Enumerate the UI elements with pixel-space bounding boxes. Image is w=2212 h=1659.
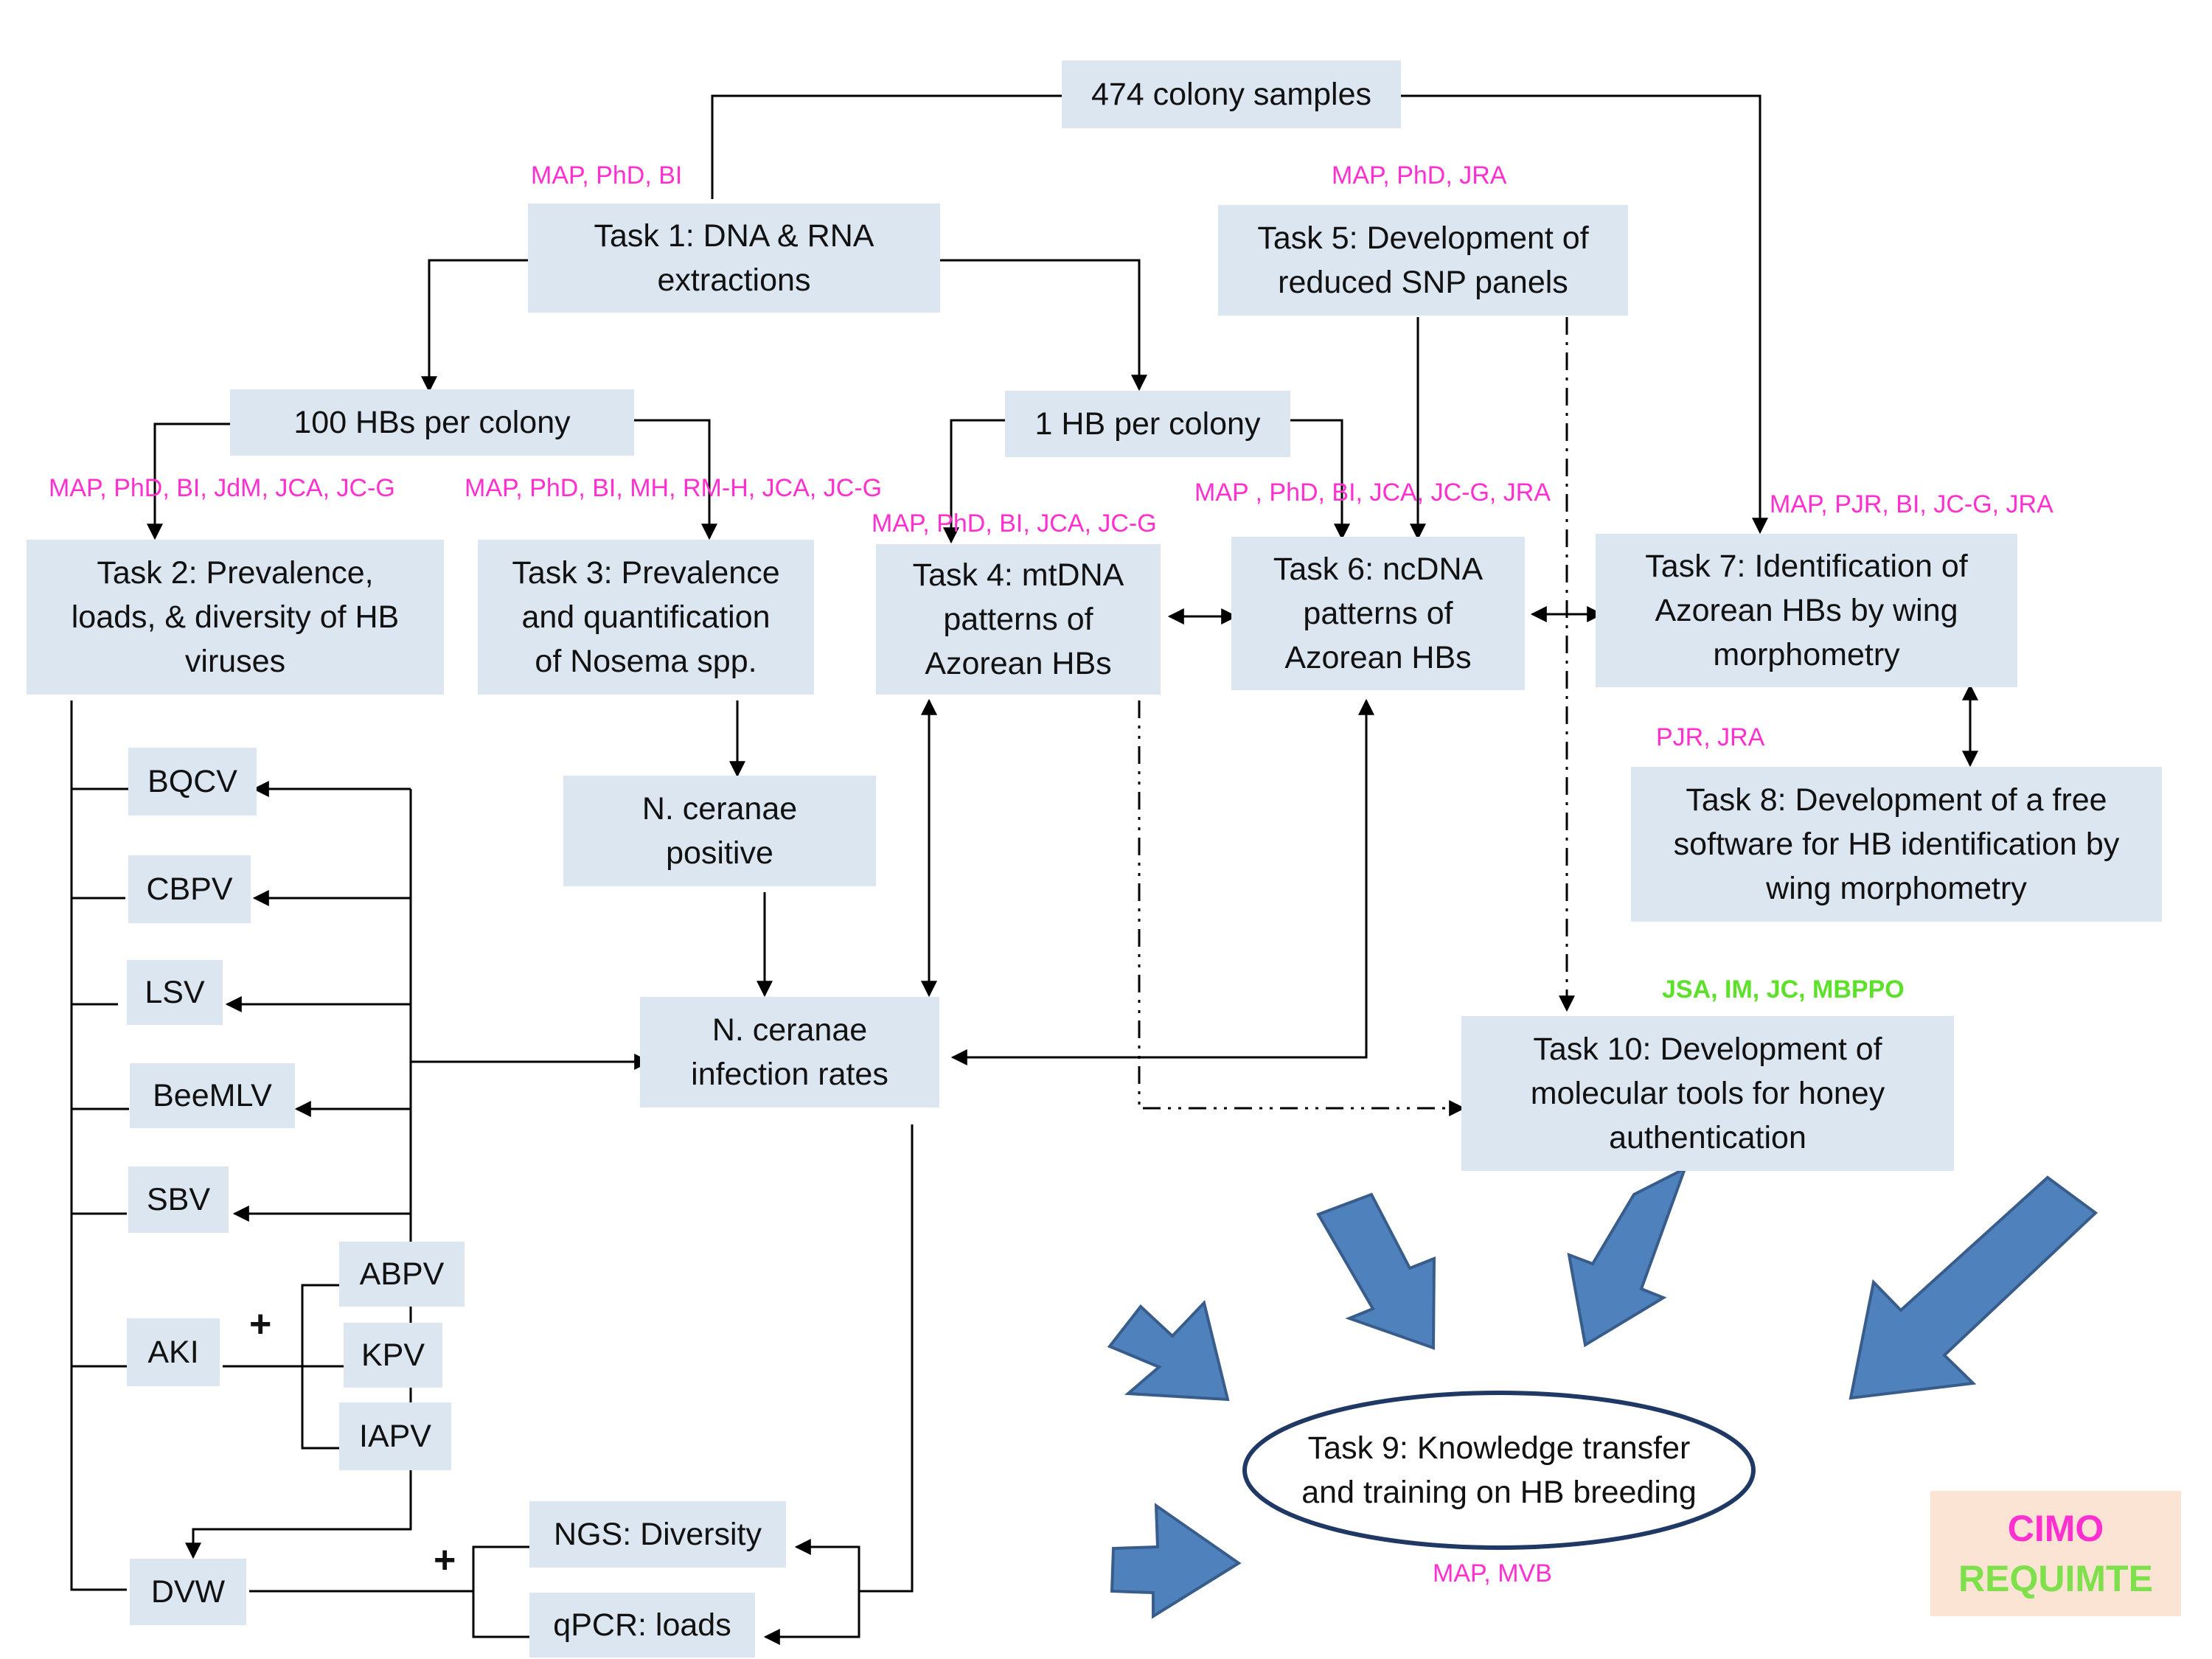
node-bqcv: BQCV: [128, 748, 257, 815]
team-label-task4: MAP, PhD, BI, JCA, JC-G: [872, 509, 1157, 538]
node-iapv: IAPV: [339, 1402, 451, 1470]
connector-hb1-task6: [1290, 419, 1350, 540]
team-label-task10: JSA, IM, JC, MBPPO: [1662, 975, 1905, 1004]
plus-sign-aki: +: [249, 1303, 272, 1346]
team-label-task5: MAP, PhD, JRA: [1332, 161, 1507, 189]
node-ngs-diversity: NGS: Diversity: [529, 1501, 786, 1568]
connector-infection-qpcr: [763, 1591, 860, 1645]
team-label-task3: MAP, PhD, BI, MH, RM-H, JCA, JC-G: [465, 474, 883, 502]
connector-samples-task7: [1401, 94, 1768, 535]
node-task4: Task 4: mtDNA patterns of Azorean HBs: [876, 544, 1161, 695]
node-abpv: ABPV: [339, 1242, 465, 1307]
connector-bus-dvw: [185, 1449, 412, 1559]
node-task1: Task 1: DNA & RNA extractions: [528, 204, 940, 313]
node-task9: Task 9: Knowledge transfer and training …: [1301, 1430, 1697, 1510]
node-sbv: SBV: [128, 1166, 229, 1233]
team-label-task8: PJR, JRA: [1656, 723, 1765, 751]
connector-hbs100-task3: [634, 419, 717, 540]
node-lsv: LSV: [127, 960, 223, 1025]
node-nceranae-positive: N. ceranae positive: [563, 776, 876, 886]
node-100-hbs-per-colony: 100 HBs per colony: [230, 389, 634, 456]
connector-task1-hb1: [940, 259, 1147, 392]
node-cbpv: CBPV: [128, 855, 251, 923]
node-task10: Task 10: Development of molecular tools …: [1461, 1016, 1954, 1171]
blue-arrow-4: [1107, 1299, 1230, 1402]
blue-arrow-5: [1110, 1503, 1242, 1619]
node-task6: Task 6: ncDNA patterns of Azorean HBs: [1231, 537, 1525, 690]
team-label-task7: MAP, PJR, BI, JC-G, JRA: [1770, 490, 2053, 518]
team-label-task6: MAP , PhD, BI, JCA, JC-G, JRA: [1194, 479, 1551, 507]
dvw-bracket: [472, 1545, 532, 1638]
node-beemlv: BeeMLV: [130, 1063, 295, 1128]
node-task3: Task 3: Prevalence and quantification of…: [478, 540, 814, 695]
node-1-hb-per-colony: 1 HB per colony: [1005, 391, 1290, 457]
team-label-task9: MAP, MVB: [1433, 1559, 1552, 1587]
logo-line-cimo: CIMO: [2007, 1508, 2104, 1549]
connector-task2-spine: [70, 700, 127, 1591]
node-dvw: DVW: [130, 1559, 246, 1625]
node-474-colony-samples: 474 colony samples: [1062, 60, 1401, 128]
connector-task1-hbs100: [421, 259, 528, 393]
connector-task6-infection: [950, 698, 1374, 1065]
node-nceranae-infection-rates: N. ceranae infection rates: [640, 997, 939, 1107]
connector-hbs100-task2: [147, 422, 230, 540]
node-task2: Task 2: Prevalence, loads, & diversity o…: [27, 540, 444, 695]
plus-sign-dvw: +: [434, 1539, 456, 1582]
blue-arrow-2: [1567, 1165, 1688, 1348]
team-label-task1: MAP, PhD, BI: [531, 161, 683, 189]
blue-arrow-3: [1848, 1175, 2098, 1400]
node-task8: Task 8: Development of a free software f…: [1631, 767, 2162, 922]
node-task5: Task 5: Development of reduced SNP panel…: [1218, 205, 1628, 316]
logo-line-requimte: REQUIMTE: [1958, 1558, 2153, 1599]
node-task7: Task 7: Identification of Azorean HBs by…: [1596, 534, 2017, 687]
cimo-requimte-logo: CIMO REQUIMTE: [1930, 1491, 2181, 1616]
blue-arrow-1: [1316, 1192, 1436, 1350]
node-aki: AKI: [127, 1318, 220, 1386]
node-qpcr-loads: qPCR: loads: [529, 1593, 755, 1658]
task9-ellipse: [1242, 1391, 1756, 1550]
node-kpv: KPV: [344, 1323, 442, 1388]
team-label-task2: MAP, PhD, BI, JdM, JCA, JC-G: [49, 474, 395, 502]
connector-hb1-task4: [943, 419, 1005, 544]
connector-infection-ngs: [794, 1124, 914, 1593]
connector-samples-task1: [711, 94, 1062, 199]
connector-task4-task10: [1138, 700, 1466, 1116]
